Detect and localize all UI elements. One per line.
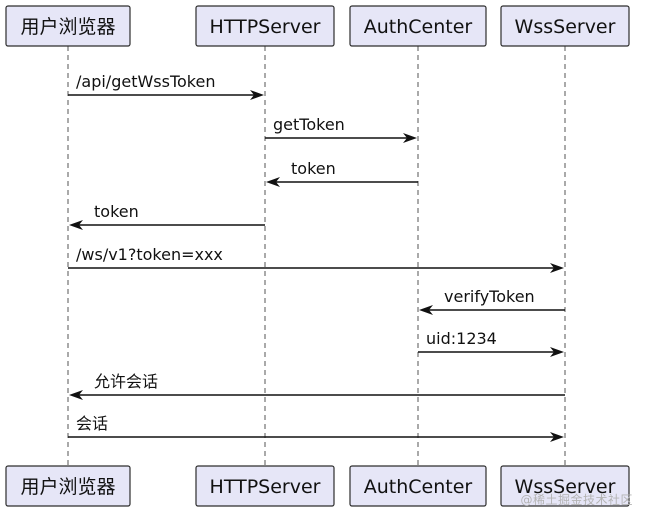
participant-box [195, 5, 335, 47]
participant-bottom-auth: AuthCenter [349, 465, 487, 507]
message-label: verifyToken [444, 287, 535, 306]
message-1: /api/getWssToken [68, 72, 264, 100]
participant-box [349, 465, 487, 507]
message-label: getToken [273, 115, 345, 134]
participant-bottom-browser: 用户浏览器 [5, 465, 131, 507]
arrowhead [550, 347, 564, 357]
participant-label: AuthCenter [364, 476, 473, 498]
participant-box [5, 5, 131, 47]
message-6: verifyToken [419, 287, 565, 315]
arrowhead [419, 305, 433, 315]
participant-box [5, 465, 131, 507]
participant-label: 用户浏览器 [20, 16, 115, 38]
participant-top-wss: WssServer [500, 5, 630, 47]
arrowhead [69, 220, 83, 230]
message-label: uid:1234 [426, 329, 497, 348]
participant-label: WssServer [515, 476, 616, 498]
message-label: token [94, 202, 139, 221]
participant-top-auth: AuthCenter [349, 5, 487, 47]
participant-box [349, 5, 487, 47]
message-7: uid:1234 [418, 329, 564, 357]
message-label: /ws/v1?token=xxx [76, 245, 223, 264]
arrowhead [69, 390, 83, 400]
arrowhead [550, 263, 564, 273]
watermark: @稀土掘金技术社区 [520, 493, 633, 507]
arrowhead [250, 90, 264, 100]
message-9: 会话 [68, 414, 564, 442]
arrowhead [550, 432, 564, 442]
participant-bottom-http: HTTPServer [195, 465, 335, 507]
participant-bottom-wss: WssServer [500, 465, 630, 507]
participant-top-browser: 用户浏览器 [5, 5, 131, 47]
message-label: 允许会话 [94, 372, 158, 391]
message-8: 允许会话 [69, 372, 565, 400]
participant-label: HTTPServer [210, 16, 321, 38]
arrowhead [403, 133, 417, 143]
participant-top-http: HTTPServer [195, 5, 335, 47]
message-label: token [291, 159, 336, 178]
participant-box [500, 465, 630, 507]
message-2: getToken [265, 115, 417, 143]
message-3: token [266, 159, 418, 187]
participant-box [500, 5, 630, 47]
arrowhead [266, 177, 280, 187]
message-5: /ws/v1?token=xxx [68, 245, 564, 273]
message-4: token [69, 202, 265, 230]
participant-box [195, 465, 335, 507]
participant-label: WssServer [515, 16, 616, 38]
participant-label: AuthCenter [364, 16, 473, 38]
participant-label: 用户浏览器 [20, 476, 115, 498]
message-label: 会话 [76, 414, 108, 433]
message-label: /api/getWssToken [76, 72, 215, 91]
participant-label: HTTPServer [210, 476, 321, 498]
